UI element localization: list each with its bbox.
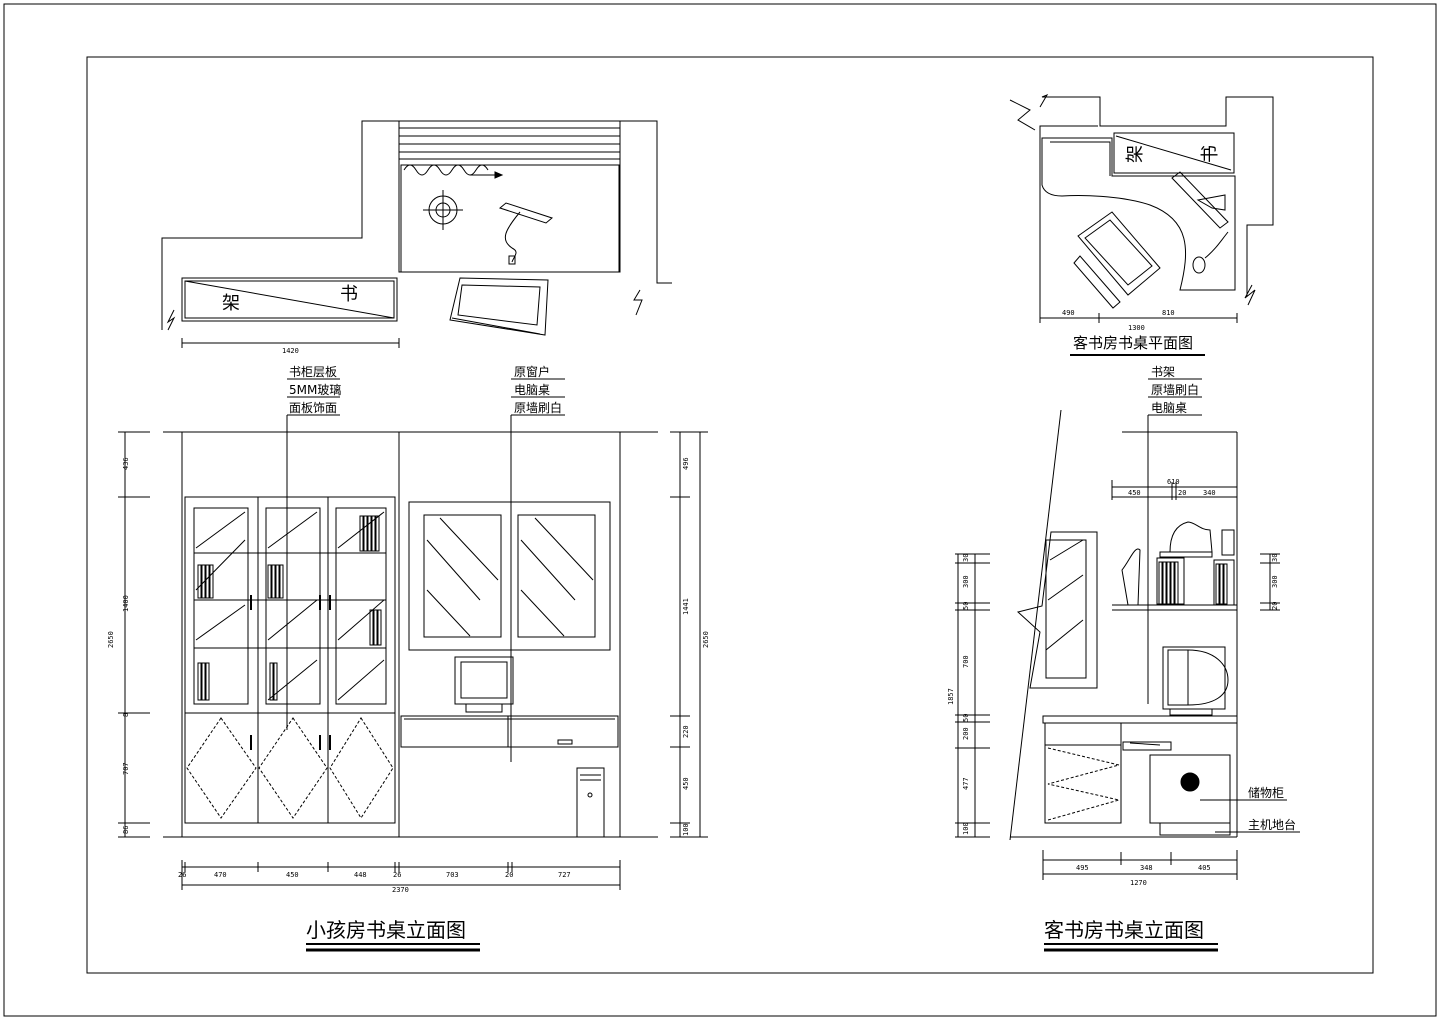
dim-guest-plan-seg2: 810 bbox=[1162, 309, 1175, 317]
dim-child-left-4: 707 bbox=[122, 762, 130, 775]
guest-note-host-platform: 主机地台 bbox=[1248, 817, 1296, 832]
dim-guest-bottom-total: 1270 bbox=[1130, 879, 1147, 887]
dim-child-right-total: 2650 bbox=[702, 631, 710, 648]
child-note-left-2: 5MM玻璃 bbox=[289, 383, 341, 397]
dim-guest-right-1: 30 bbox=[1271, 554, 1279, 562]
dim-child-plan-width: 1420 bbox=[282, 347, 299, 355]
dim-child-bottom-3: 450 bbox=[286, 871, 299, 879]
dim-child-left-5: 86 bbox=[122, 826, 130, 834]
guest-elevation-title: 客书房书桌立面图 bbox=[1044, 918, 1204, 942]
dim-guest-left-7: 477 bbox=[962, 777, 970, 790]
shelf-label-right: 书 bbox=[340, 284, 358, 305]
dim-child-bottom-8: 727 bbox=[558, 871, 571, 879]
dim-child-right-4: 450 bbox=[682, 777, 690, 790]
dim-guest-shelf-seg3: 340 bbox=[1203, 489, 1216, 497]
dim-guest-right-2: 300 bbox=[1271, 575, 1279, 588]
guest-shelf-label-right: 书 bbox=[1200, 145, 1221, 163]
dim-guest-left-8: 100 bbox=[962, 822, 970, 835]
dim-guest-plan-seg1: 490 bbox=[1062, 309, 1075, 317]
dim-child-right-2: 1441 bbox=[682, 598, 690, 615]
dim-child-left-total: 2650 bbox=[107, 631, 115, 648]
child-note-left-3: 面板饰面 bbox=[289, 401, 337, 415]
dim-guest-shelf-seg2: 20 bbox=[1178, 489, 1186, 497]
dim-child-bottom-5: 26 bbox=[393, 871, 401, 879]
dim-guest-plan-total: 1300 bbox=[1128, 324, 1145, 332]
child-elevation-title: 小孩房书桌立面图 bbox=[306, 918, 466, 942]
dim-guest-bottom-2: 348 bbox=[1140, 864, 1153, 872]
inner-frame bbox=[87, 57, 1373, 973]
child-room-plan bbox=[162, 121, 672, 348]
dim-guest-left-6: 200 bbox=[962, 727, 970, 740]
guest-room-elevation bbox=[955, 379, 1300, 950]
child-note-right-1: 原窗户 bbox=[514, 364, 550, 379]
dim-child-right-5: 100 bbox=[682, 823, 690, 836]
guest-note-storage: 储物柜 bbox=[1248, 785, 1284, 800]
dim-guest-left-1: 30 bbox=[962, 554, 970, 562]
dim-guest-left-total: 1857 bbox=[947, 688, 955, 705]
dim-guest-shelf-seg1: 450 bbox=[1128, 489, 1141, 497]
guest-shelf-label-left: 架 bbox=[1125, 145, 1146, 163]
dim-guest-left-2: 300 bbox=[962, 575, 970, 588]
dim-child-bottom-1: 26 bbox=[178, 871, 186, 879]
guest-note-top-1: 书架 bbox=[1151, 365, 1175, 379]
dim-guest-right-3: 20 bbox=[1271, 602, 1279, 610]
dim-child-bottom-2: 470 bbox=[214, 871, 227, 879]
dim-guest-left-3: 50 bbox=[962, 602, 970, 610]
dim-child-bottom-4: 448 bbox=[354, 871, 367, 879]
child-note-right-2: 电脑桌 bbox=[514, 383, 550, 397]
dim-guest-bottom-3: 405 bbox=[1198, 864, 1211, 872]
child-note-right-3: 原墙刷白 bbox=[514, 400, 562, 415]
child-note-left-1: 书柜层板 bbox=[289, 365, 337, 379]
child-room-elevation bbox=[118, 379, 708, 950]
dim-guest-left-5: 50 bbox=[962, 714, 970, 722]
dim-child-left-3: 8 bbox=[122, 713, 130, 717]
outer-border bbox=[4, 4, 1436, 1016]
dim-child-right-3: 220 bbox=[682, 725, 690, 738]
dim-child-right-1: 496 bbox=[682, 457, 690, 470]
dim-guest-shelf-top: 610 bbox=[1167, 478, 1180, 486]
shelf-label-left: 架 bbox=[222, 293, 240, 314]
guest-room-plan bbox=[1010, 95, 1273, 355]
guest-note-top-2: 原墙刷白 bbox=[1151, 382, 1199, 397]
dim-child-total: 2370 bbox=[392, 886, 409, 894]
dim-child-left-2: 1400 bbox=[122, 595, 130, 612]
guest-plan-title: 客书房书桌平面图 bbox=[1073, 334, 1193, 352]
dim-child-bottom-7: 20 bbox=[505, 871, 513, 879]
dim-guest-left-4: 700 bbox=[962, 655, 970, 668]
dim-child-left-1: 436 bbox=[122, 457, 130, 470]
guest-note-top-3: 电脑桌 bbox=[1151, 401, 1187, 415]
dim-child-bottom-6: 703 bbox=[446, 871, 459, 879]
dim-guest-bottom-1: 495 bbox=[1076, 864, 1089, 872]
